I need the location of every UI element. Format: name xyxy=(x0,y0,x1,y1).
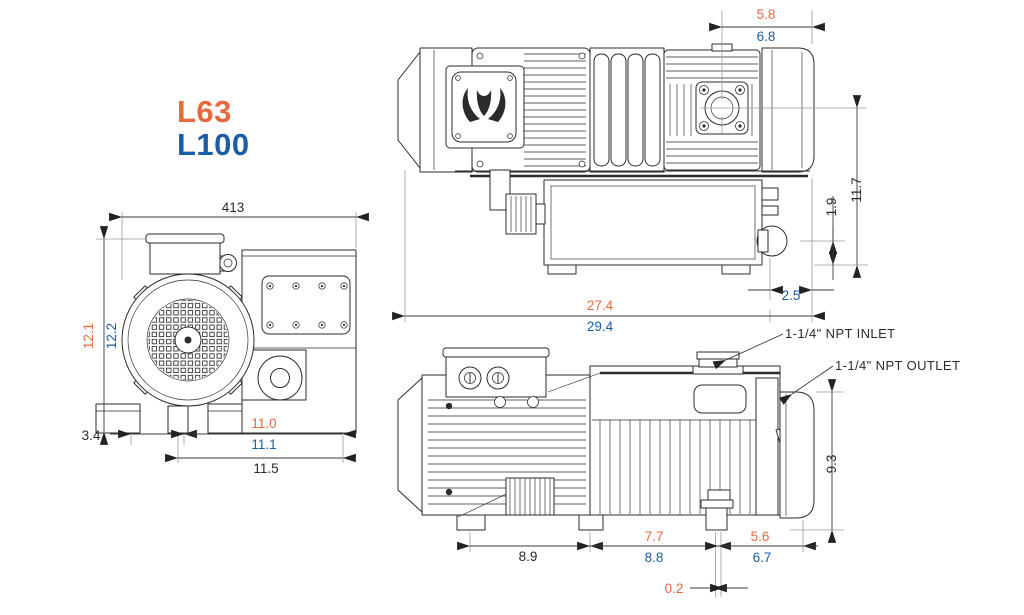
sight-glass xyxy=(693,384,747,414)
exhaust-silencer xyxy=(756,187,788,257)
pump-head-top xyxy=(663,43,761,171)
dim-top-overall-height: 11.7 xyxy=(849,177,864,202)
dim-front-height-l100: 12.2 xyxy=(104,323,119,349)
cover-bolts xyxy=(266,282,348,329)
dim-front-foot-spacing-l100: 11.1 xyxy=(251,437,276,452)
lifting-eyebolt xyxy=(215,254,237,272)
exhaust-cover-plate xyxy=(261,275,351,335)
label-npt-outlet: 1-1/4" NPT OUTLET xyxy=(835,358,960,373)
dim-front-height-l63: 12.1 xyxy=(81,323,96,349)
model-label-l63: L63 xyxy=(177,94,232,129)
dim-side-height: 9.3 xyxy=(824,455,839,474)
coupling-bellows xyxy=(589,47,665,173)
pump-fins-side xyxy=(599,420,751,514)
dim-front-foot-spacing-l63: 11.0 xyxy=(251,416,276,431)
port-labels: 1-1/4" NPT INLET 1-1/4" NPT OUTLET xyxy=(712,326,960,405)
dim-front-width: 413 xyxy=(222,200,245,215)
model-label-l100: L100 xyxy=(177,127,250,162)
dim-side-span-2-l100: 8.8 xyxy=(645,550,664,565)
terminal-box-front xyxy=(145,233,225,275)
side-view-dimensions: 9.3 8.9 7.7 8.8 5.6 6.7 0.2 xyxy=(457,379,844,597)
fan-cover-side xyxy=(397,377,423,513)
dim-top-end-l63: 5.8 xyxy=(757,7,776,22)
oil-separator-box-top xyxy=(543,179,763,275)
dim-side-span-2-l63: 7.7 xyxy=(645,529,664,544)
fan-cover-top xyxy=(397,51,421,169)
dim-top-length-l63: 27.4 xyxy=(587,298,614,313)
model-labels: L63 L100 xyxy=(177,94,250,162)
top-view: 5.8 6.8 1.9 11.7 2.5 27.4 29.4 xyxy=(392,7,868,334)
dim-side-foot-offset: 0.2 xyxy=(665,581,684,596)
dim-top-outlet-height: 1.9 xyxy=(824,198,839,217)
motor-fan-cover xyxy=(121,273,255,407)
terminal-box-top xyxy=(445,65,525,149)
top-view-drawing xyxy=(397,10,866,275)
dim-top-outlet-offset: 2.5 xyxy=(782,288,801,303)
dim-top-length-l100: 29.4 xyxy=(587,319,614,334)
pump-body-side xyxy=(547,351,781,531)
drain-foot xyxy=(700,489,734,531)
dim-top-end-l100: 6.8 xyxy=(757,29,776,44)
front-view: 413 12.1 12.2 3.4 11.0 11.1 11.5 xyxy=(81,200,369,476)
side-view-drawing xyxy=(397,347,815,531)
terminal-box-side xyxy=(442,347,550,398)
side-view: 1-1/4" NPT INLET 1-1/4" NPT OUTLET 9.3 8… xyxy=(397,326,960,597)
dim-side-span-3-l100: 6.7 xyxy=(753,550,772,565)
oil-fill-knob xyxy=(505,193,546,235)
front-view-drawing xyxy=(95,233,357,434)
motor-fins-top xyxy=(524,53,586,167)
brand-logo-icon xyxy=(462,88,506,122)
dim-front-base-length: 11.5 xyxy=(253,461,278,476)
top-view-dimensions: 5.8 6.8 1.9 11.7 2.5 27.4 29.4 xyxy=(392,7,868,334)
dim-front-foot-offset: 3.4 xyxy=(82,428,101,443)
front-dimensions: 413 12.1 12.2 3.4 11.0 11.1 11.5 xyxy=(81,200,369,476)
dim-side-span-1: 8.9 xyxy=(519,549,538,564)
end-cap-side xyxy=(779,391,815,519)
pump-housing-front xyxy=(241,249,357,434)
dim-side-span-3-l63: 5.6 xyxy=(751,529,770,544)
end-cap-top xyxy=(761,47,815,173)
label-npt-inlet: 1-1/4" NPT INLET xyxy=(785,326,895,341)
coupling-guard xyxy=(505,477,555,516)
